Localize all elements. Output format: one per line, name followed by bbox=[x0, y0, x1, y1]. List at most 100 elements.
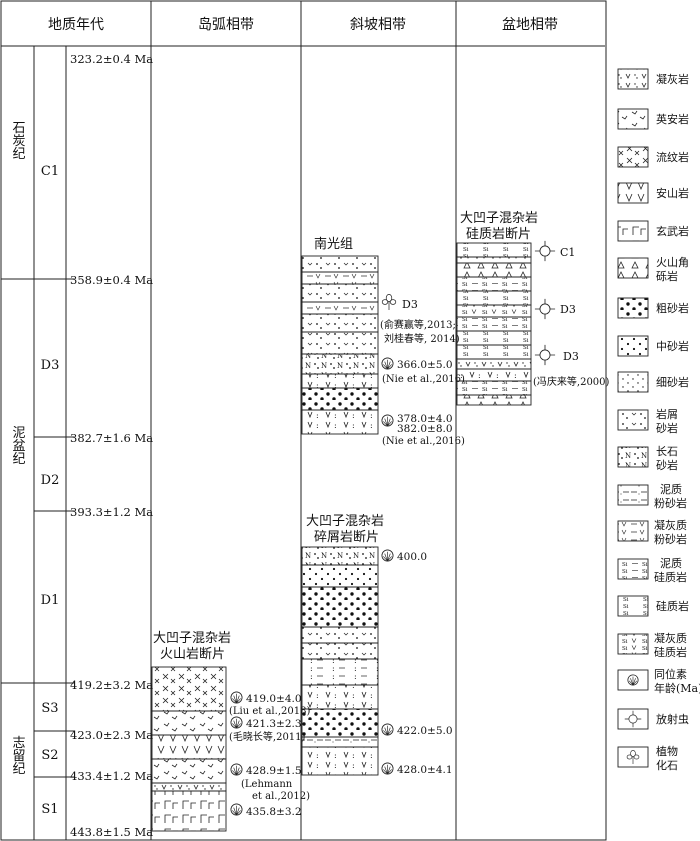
legend-swatch-breccia bbox=[617, 257, 649, 279]
age-label: 393.3±1.2 Ma bbox=[70, 505, 153, 519]
slope-layer bbox=[301, 373, 379, 389]
basin-layer bbox=[456, 394, 532, 406]
legend-swatch-rhyolite bbox=[617, 146, 649, 168]
legend-swatch-andesite bbox=[617, 182, 649, 204]
legend: 凝灰岩 英安岩 流纹岩 安山岩 玄武岩 火山角 砾岩 粗砂岩 中砂岩 细砂岩 岩… bbox=[617, 68, 700, 772]
legend-label: 火山角 bbox=[656, 256, 689, 269]
slope-title-1: 大凹子混杂岩 bbox=[306, 514, 384, 529]
legend-swatch-basalt bbox=[617, 220, 649, 242]
legend-label: 泥质 bbox=[660, 483, 682, 496]
legend-swatch-silt bbox=[617, 484, 649, 506]
legend-label: 粗砂岩 bbox=[656, 301, 689, 315]
slope-date-1: 366.0±5.0 bbox=[397, 359, 453, 371]
legend-label: 凝灰质 bbox=[654, 518, 687, 532]
legend-label: 同位素 bbox=[654, 667, 687, 681]
isotope-age-icon bbox=[230, 691, 243, 704]
legend-label: 岩屑 bbox=[656, 407, 678, 421]
slope-layer bbox=[301, 271, 379, 285]
basin-title-1: 大凹子混杂岩 bbox=[460, 211, 538, 226]
slope-fossil-ref-2: 刘桂春等, 2014) bbox=[384, 332, 460, 345]
radiolaria-icon bbox=[534, 298, 556, 320]
legend-label: 硅质岩 bbox=[654, 645, 687, 659]
arc-date-3: 428.9±1.5 bbox=[246, 765, 302, 777]
isotope-age-icon bbox=[230, 763, 243, 776]
isotope-age-icon bbox=[230, 803, 243, 816]
basin-layer bbox=[456, 380, 532, 396]
legend-label: 植物 bbox=[656, 744, 678, 758]
arc-layer-rhyolite bbox=[151, 666, 227, 712]
legend-label: 凝灰质 bbox=[654, 631, 687, 645]
slope-layer bbox=[301, 736, 379, 748]
legend-swatch-fine bbox=[617, 371, 649, 393]
slope-layer bbox=[301, 564, 379, 588]
legend-label: 硅质岩 bbox=[656, 599, 689, 613]
arc-date-2: 421.3±2.3 bbox=[246, 718, 302, 730]
slope-layer bbox=[301, 746, 379, 776]
slope-date-2-ref: (Nie et al.,2016) bbox=[382, 436, 465, 447]
epoch-d2: D2 bbox=[41, 473, 60, 488]
slope-date-1-ref: (Nie et al.,2016) bbox=[382, 374, 465, 385]
basin-layer bbox=[456, 262, 532, 278]
period-silurian: 志留纪 bbox=[10, 736, 26, 775]
slope-layer bbox=[301, 626, 379, 644]
basin-title-2: 硅质岩断片 bbox=[466, 227, 531, 242]
slope-layer bbox=[301, 301, 379, 315]
age-label: 443.8±1.5 Ma bbox=[70, 825, 153, 839]
age-label: 323.2±0.4 Ma bbox=[70, 52, 153, 66]
plant-fossil-icon bbox=[381, 294, 397, 311]
period-carboniferous: 石炭纪 bbox=[10, 121, 26, 160]
epoch-s1: S1 bbox=[41, 802, 58, 817]
legend-swatch-lithic bbox=[617, 409, 649, 431]
age-label: 433.4±1.2 Ma bbox=[70, 769, 153, 783]
legend-label: 凝灰岩 bbox=[656, 72, 689, 86]
basin-column: 大凹子混杂岩 硅质岩断片 C1 D3 D3 (冯庆来等,2000) bbox=[456, 211, 610, 406]
isotope-age-icon bbox=[381, 762, 394, 775]
epoch-s3: S3 bbox=[41, 701, 58, 716]
age-labels: 323.2±0.4 Ma 358.9±0.4 Ma 382.7±1.6 Ma 3… bbox=[70, 52, 153, 839]
arc-layer-dacite-2 bbox=[151, 758, 227, 784]
legend-swatch-medium bbox=[617, 335, 649, 357]
basin-layer bbox=[456, 290, 532, 306]
legend-swatch-arkose bbox=[617, 446, 649, 468]
epoch-d1: D1 bbox=[41, 593, 60, 608]
slope-layer bbox=[301, 684, 379, 710]
slope-layer bbox=[301, 642, 379, 660]
legend-label: 砂岩 bbox=[656, 421, 678, 435]
basin-rad-ref: (冯庆来等,2000) bbox=[533, 375, 610, 388]
slope-date-2b: 382.0±8.0 bbox=[397, 423, 453, 435]
legend-swatch-dacite bbox=[617, 108, 649, 130]
slope-layer bbox=[301, 546, 379, 566]
legend-swatch-tuffsil bbox=[617, 633, 649, 655]
slope-layer bbox=[301, 586, 379, 628]
legend-label: 放射虫 bbox=[656, 712, 689, 726]
slope-layer bbox=[301, 708, 379, 738]
radiolaria-icon bbox=[534, 344, 556, 366]
slope-layer bbox=[301, 353, 379, 375]
arc-layer-tuff bbox=[151, 782, 227, 792]
slope-layer bbox=[301, 387, 379, 411]
basin-layer bbox=[456, 316, 532, 332]
period-devonian: 泥盆纪 bbox=[10, 426, 26, 465]
basin-layer bbox=[456, 330, 532, 346]
legend-label: 长石 bbox=[656, 445, 678, 458]
legend-label: 英安岩 bbox=[656, 112, 689, 126]
slope-layer bbox=[301, 283, 379, 303]
basin-rad-label-2: D3 bbox=[560, 303, 576, 316]
slope-date-5: 428.0±4.1 bbox=[397, 764, 453, 776]
slope-layer bbox=[301, 331, 379, 355]
arc-date-4: 435.8±3.2 bbox=[246, 806, 302, 818]
legend-swatch-siliceous bbox=[617, 595, 649, 617]
header-age: 地质年代 bbox=[48, 17, 104, 33]
basin-layer bbox=[456, 276, 532, 292]
arc-layer-dacite bbox=[151, 710, 227, 736]
legend-label: 中砂岩 bbox=[656, 339, 689, 353]
age-label: 358.9±0.4 Ma bbox=[70, 273, 153, 287]
isotope-age-icon bbox=[381, 414, 394, 427]
legend-label: 流纹岩 bbox=[656, 150, 689, 164]
legend-label: 泥质 bbox=[660, 557, 682, 570]
epoch-c1: C1 bbox=[41, 164, 59, 179]
age-label: 419.2±3.2 Ma bbox=[70, 678, 153, 692]
slope-layer bbox=[301, 313, 379, 333]
legend-label: 化石 bbox=[656, 758, 678, 772]
